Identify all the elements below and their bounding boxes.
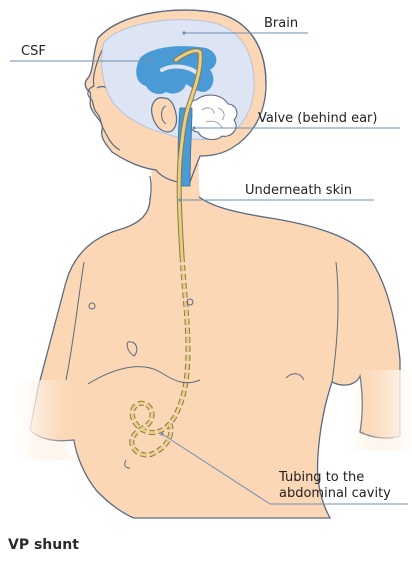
label-skin: Underneath skin xyxy=(245,183,352,198)
label-valve: Valve (behind ear) xyxy=(258,111,377,126)
label-brain: Brain xyxy=(264,16,298,31)
label-tubing-line1: Tubing to the xyxy=(279,470,364,485)
ventricles xyxy=(136,46,216,94)
neck-line xyxy=(150,176,151,200)
torso xyxy=(30,166,400,518)
right-arm-fade xyxy=(350,370,412,450)
left-arm-fade xyxy=(20,380,80,460)
label-csf: CSF xyxy=(21,44,46,59)
figure-caption: VP shunt xyxy=(8,537,79,553)
label-tubing-line2: abdominal cavity xyxy=(279,486,391,501)
